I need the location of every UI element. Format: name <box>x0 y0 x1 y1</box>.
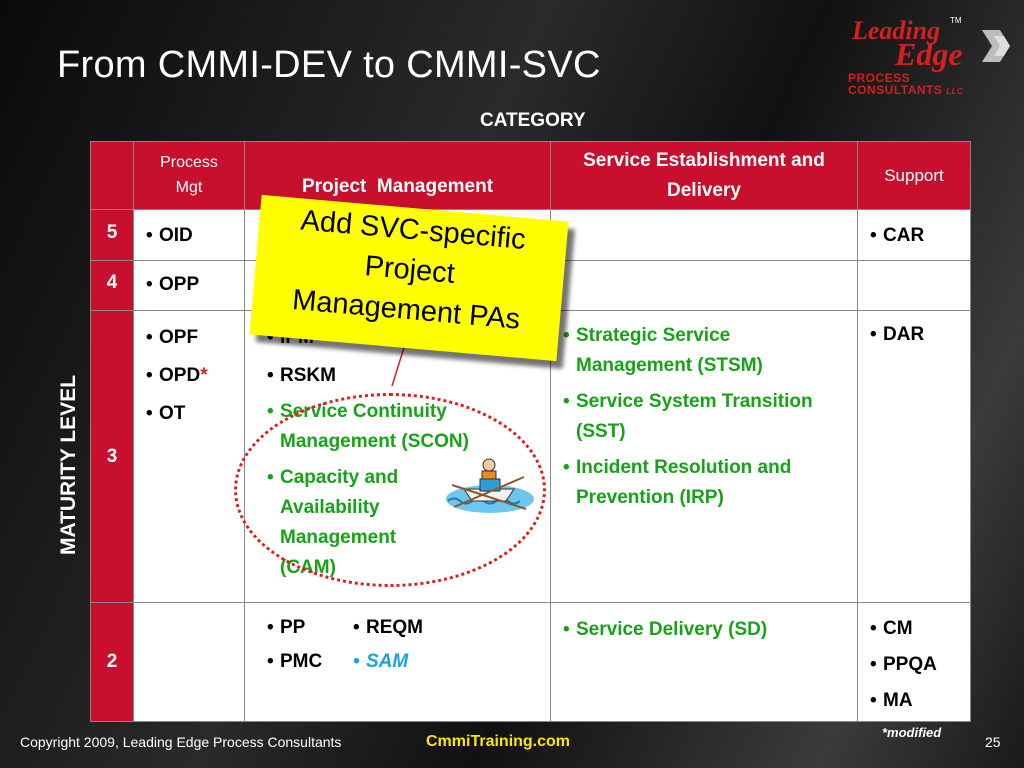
list-item: CAR <box>870 220 970 251</box>
logo-line4: CONSULTANTS <box>848 83 943 97</box>
list-item: RSKM <box>267 357 542 395</box>
callout-note: Add SVC-specific Project Management PAs <box>249 194 569 362</box>
process-mgt-cell: OPP <box>133 260 245 312</box>
table-row-level-2: 2 PP PMC REQM SAM Service Delivery (SD) … <box>90 601 971 723</box>
bullet-list: OPF OPD* OT <box>146 319 244 433</box>
logo-tagline: PROCESS CONSULTANTS LLC <box>848 72 963 98</box>
support-cell: DAR <box>857 310 971 603</box>
logo-line2: Edge <box>895 36 963 72</box>
service-cell <box>550 260 858 312</box>
header-process-mgt-label: Process Mgt <box>160 154 218 196</box>
bullet-list: PP PMC <box>267 611 353 679</box>
logo-line3: PROCESS <box>848 71 911 85</box>
list-item: Strategic Service Management (STSM) <box>563 321 849 381</box>
list-item: OPP <box>146 269 244 300</box>
project-mgmt-cell: PP PMC REQM SAM <box>244 601 551 723</box>
service-cell: Service Delivery (SD) <box>550 601 858 723</box>
list-item: OPF <box>146 319 244 357</box>
list-item: Incident Resolution and Prevention (IRP) <box>563 453 849 513</box>
support-cell: CAR <box>857 209 971 262</box>
list-item: DAR <box>870 319 970 350</box>
slide-title: From CMMI-DEV to CMMI-SVC <box>57 44 601 86</box>
header-process-mgt: Process Mgt <box>133 140 245 211</box>
level-cell: 2 <box>90 601 134 723</box>
maturity-level-label: MATURITY LEVEL <box>44 350 94 580</box>
dotted-highlight-circle <box>234 393 546 587</box>
header-service-label: Service Establishment and Delivery <box>583 149 825 201</box>
bullet-list: OPP <box>146 269 244 300</box>
list-item: CM <box>870 611 970 647</box>
process-mgt-cell: OPF OPD* OT <box>133 310 245 603</box>
process-mgt-cell: OID <box>133 209 245 262</box>
corner-cell <box>90 140 134 211</box>
header-support: Support <box>857 140 971 211</box>
level-cell: 4 <box>90 260 134 312</box>
footer-modified-note: *modified <box>882 725 942 740</box>
header-support-label: Support <box>884 165 944 185</box>
level-cell: 5 <box>90 209 134 262</box>
project-mgmt-columns: PP PMC REQM SAM <box>267 611 550 679</box>
list-item: OT <box>146 395 244 433</box>
service-cell <box>550 209 858 262</box>
modified-asterisk: * <box>200 365 208 387</box>
bullet-list: CM PPQA MA <box>870 611 970 719</box>
header-service-establishment: Service Establishment and Delivery <box>550 140 858 211</box>
list-item: PPQA <box>870 647 970 683</box>
page-number: 25 <box>985 734 1001 750</box>
process-mgt-cell <box>133 601 245 723</box>
support-cell <box>857 260 971 312</box>
list-item: Service Delivery (SD) <box>563 615 857 645</box>
footer-copyright: Copyright 2009, Leading Edge Process Con… <box>20 734 342 750</box>
bullet-list-green: Service Delivery (SD) <box>563 615 857 645</box>
logo-line1: Leading <box>852 16 941 45</box>
leading-edge-logo: Leading TM Edge PROCESS CONSULTANTS LLC <box>840 16 1020 100</box>
list-item: PP <box>267 611 353 645</box>
header-project-management: Project Management <box>244 140 551 211</box>
table-header-row: Process Mgt Project Management Service E… <box>90 140 971 211</box>
list-item: PMC <box>267 645 353 679</box>
bullet-list: DAR <box>870 319 970 350</box>
service-cell: Strategic Service Management (STSM) Serv… <box>550 310 858 603</box>
support-cell: CM PPQA MA <box>857 601 971 723</box>
list-item: Service System Transition (SST) <box>563 387 849 447</box>
bullet-list: CAR <box>870 220 970 251</box>
rowboat-icon <box>446 458 534 513</box>
level-cell: 3 <box>90 310 134 603</box>
category-label: CATEGORY <box>480 110 586 131</box>
list-item: REQM <box>353 611 423 645</box>
bullet-list-green: Strategic Service Management (STSM) Serv… <box>563 321 849 513</box>
bullet-list: REQM SAM <box>353 611 423 679</box>
list-item: MA <box>870 683 970 719</box>
maturity-level-text: MATURITY LEVEL <box>57 374 80 556</box>
logo-suffix: LLC <box>946 87 964 96</box>
list-item-text: OPD <box>159 365 201 387</box>
list-item: OID <box>146 220 244 251</box>
footer-site-link[interactable]: CmmiTraining.com <box>426 733 571 750</box>
list-item: OPD* <box>146 357 244 395</box>
logo-arrows-icon <box>982 30 1010 62</box>
header-project-management-label: Project Management <box>301 175 494 197</box>
bullet-list: OID <box>146 220 244 251</box>
list-item-sam: SAM <box>353 645 423 679</box>
logo-tm: TM <box>950 16 962 25</box>
